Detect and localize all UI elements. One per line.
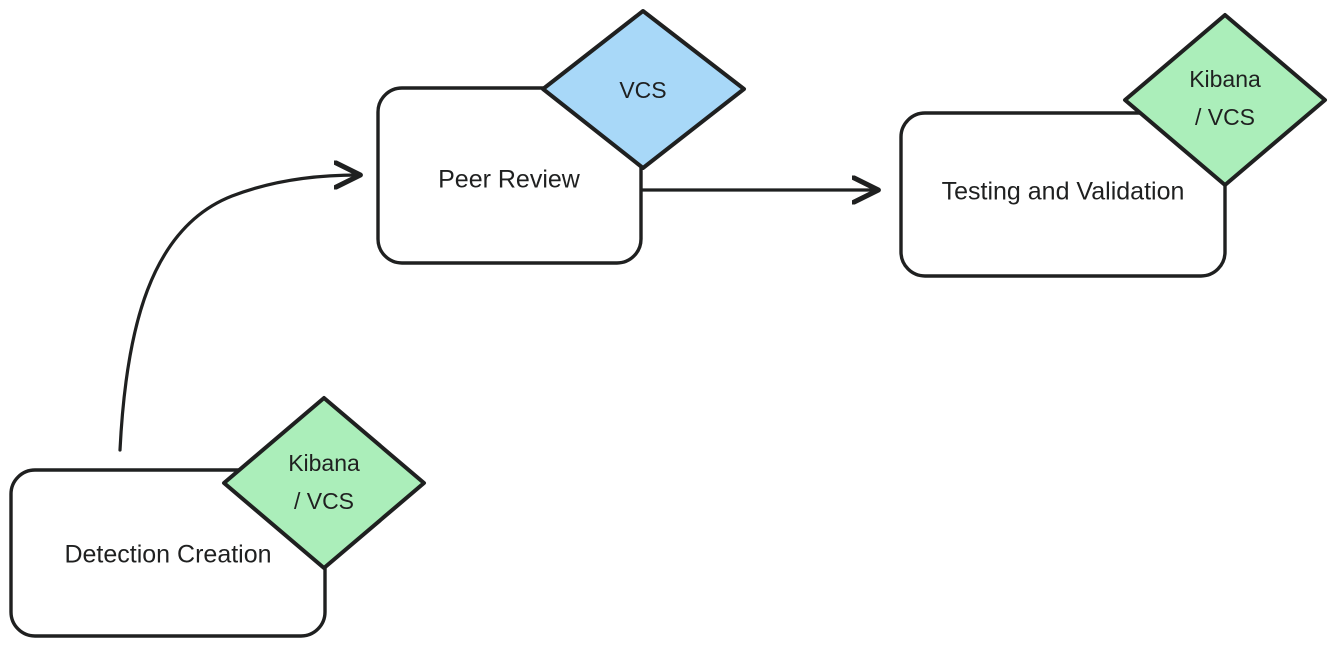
node-peer-review-label: Peer Review bbox=[438, 166, 581, 194]
node-testing-and-validation[interactable]: Testing and Validation bbox=[899, 111, 1227, 278]
badge-peer-review[interactable]: VCS bbox=[541, 9, 746, 170]
node-detection-creation[interactable]: Detection Creation bbox=[9, 468, 327, 638]
badge-detection-creation[interactable]: Kibana / VCS bbox=[222, 396, 426, 570]
badge-testing-and-validation-line1: Kibana bbox=[1189, 66, 1261, 92]
badge-peer-review-diamond[interactable] bbox=[541, 9, 746, 170]
badge-testing-and-validation-line2: / VCS bbox=[1195, 104, 1255, 130]
edge-layer bbox=[118, 175, 876, 452]
node-testing-and-validation-label: Testing and Validation bbox=[942, 178, 1185, 206]
badge-detection-creation-line1: Kibana bbox=[288, 450, 360, 476]
node-testing-and-validation-box[interactable] bbox=[899, 111, 1227, 278]
node-peer-review-box[interactable] bbox=[376, 86, 643, 265]
node-peer-review[interactable]: Peer Review bbox=[376, 86, 643, 265]
badge-testing-and-validation-diamond[interactable] bbox=[1123, 13, 1327, 187]
badge-detection-creation-diamond[interactable] bbox=[222, 396, 426, 570]
node-detection-creation-label: Detection Creation bbox=[64, 541, 271, 569]
edge-detection-to-peer-review bbox=[118, 175, 358, 452]
badge-testing-and-validation[interactable]: Kibana / VCS bbox=[1123, 13, 1327, 187]
badge-peer-review-line1: VCS bbox=[619, 77, 666, 103]
badge-detection-creation-line2: / VCS bbox=[294, 488, 354, 514]
